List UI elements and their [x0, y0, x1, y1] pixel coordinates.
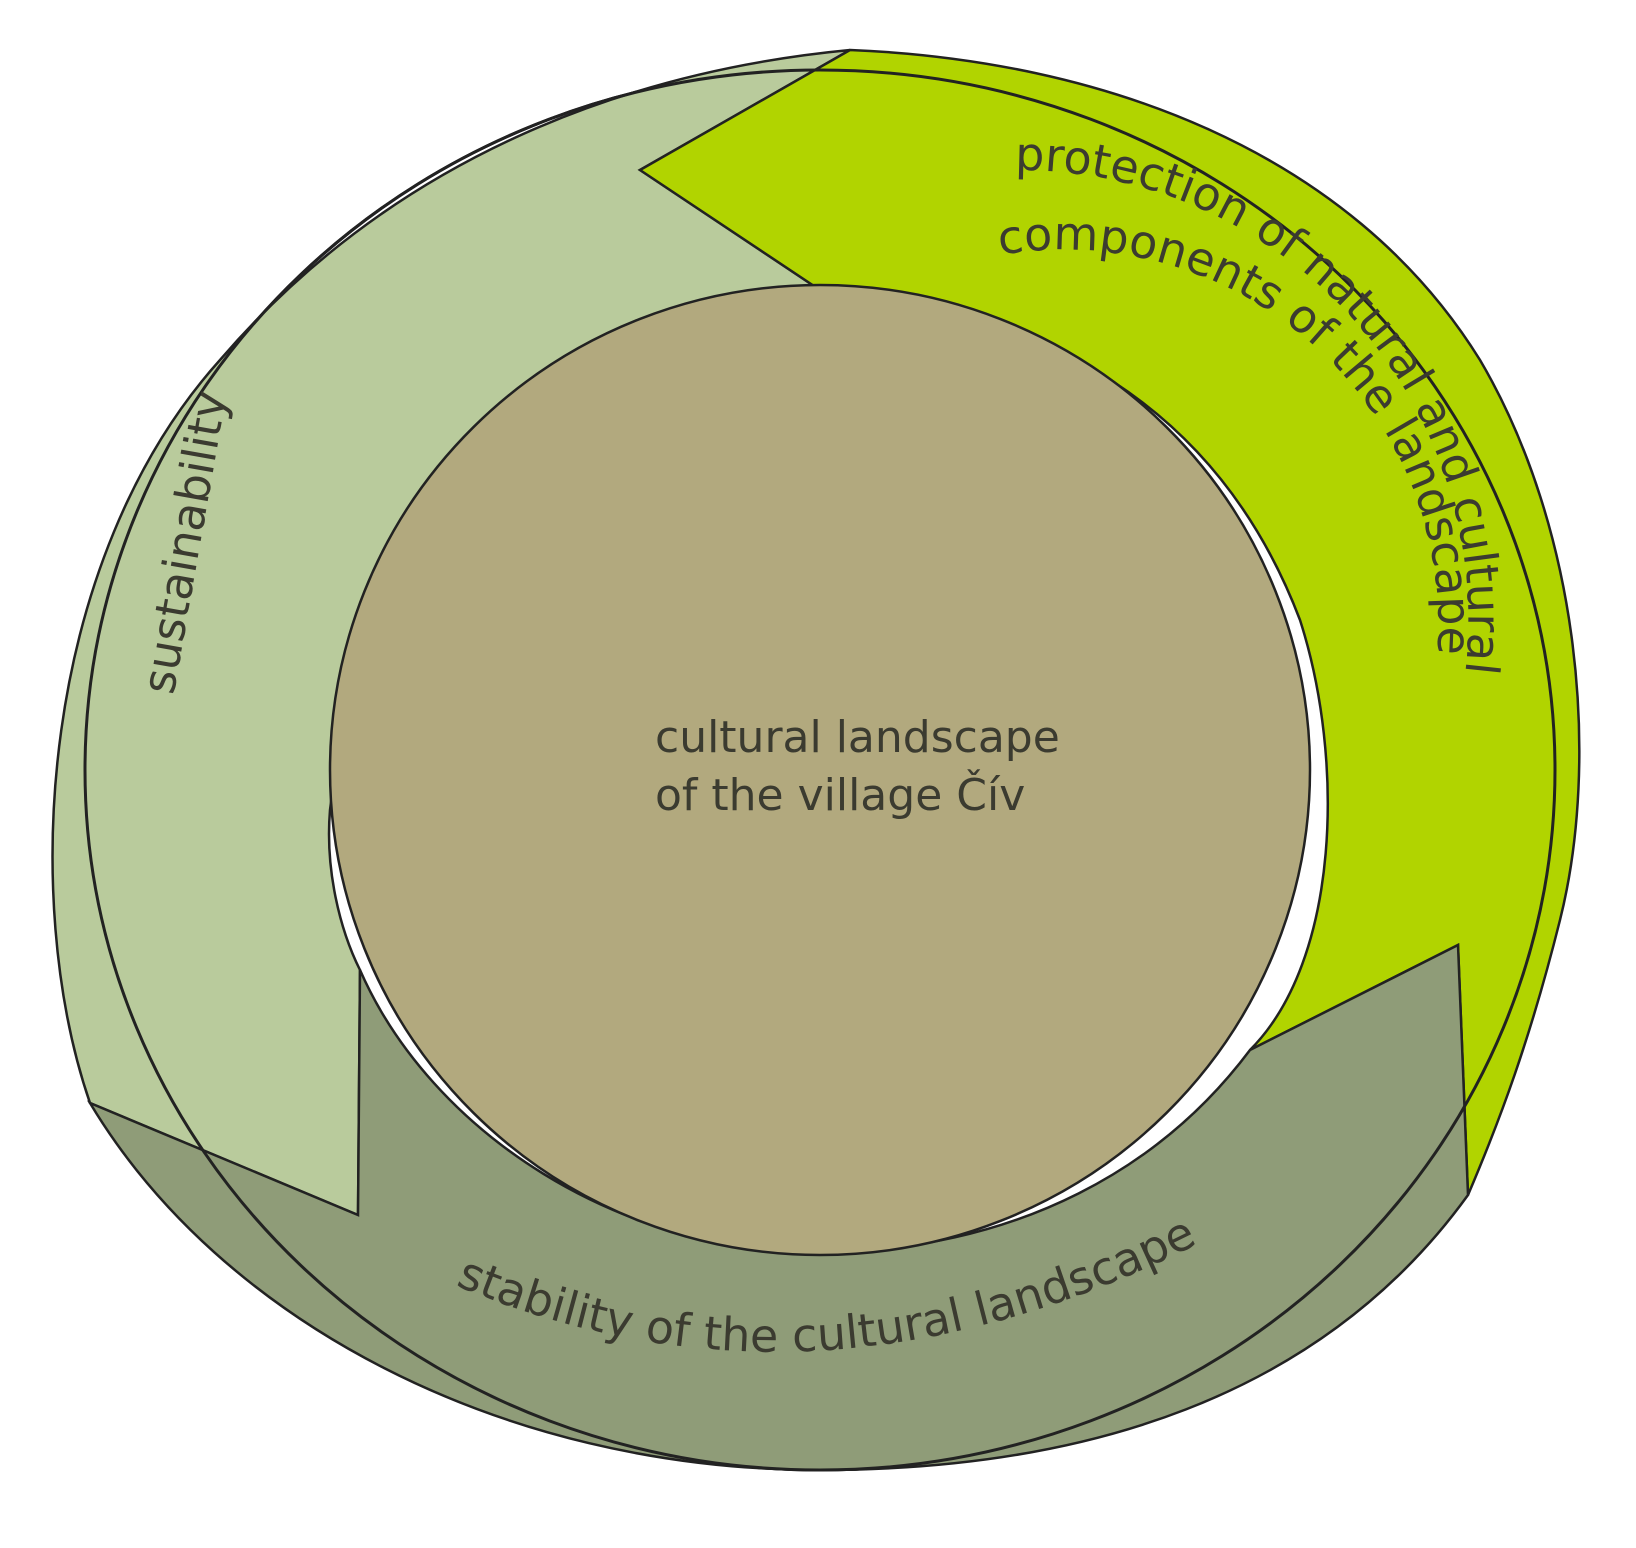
outer-outline [83, 68, 1557, 1472]
center-label-line2: of the village Čív [655, 768, 1025, 821]
protection-segment [637, 48, 1581, 1196]
center-label-line1: cultural landscape [655, 712, 1060, 763]
center-circle [328, 283, 1312, 1257]
